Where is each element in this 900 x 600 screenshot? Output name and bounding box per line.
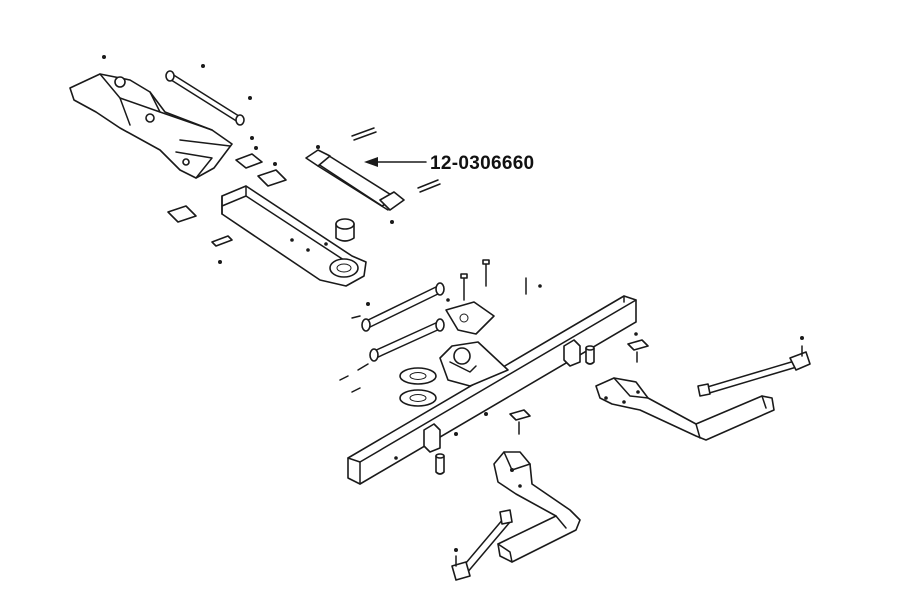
drawbar-tube [221,185,367,287]
bolts [446,259,542,302]
lower-arm [493,451,581,563]
link-rods [339,282,445,393]
lower-tie-rod [451,509,513,581]
axle-hardware [435,332,649,475]
callout: 12-0306660 [364,153,534,174]
right-arm [595,377,775,441]
washer-pair [399,367,437,407]
mounting-plate [445,301,495,335]
bracket-hardware [102,55,287,264]
bushing [335,218,355,242]
right-tie-rod [697,336,811,397]
tongue-bracket [69,73,233,179]
pivot-plate [439,341,509,387]
part-number-label: 12-0306660 [430,153,534,174]
main-axle-beam [347,295,637,485]
bracket-pin [165,70,245,126]
pivot-pin-assembly [305,127,441,224]
